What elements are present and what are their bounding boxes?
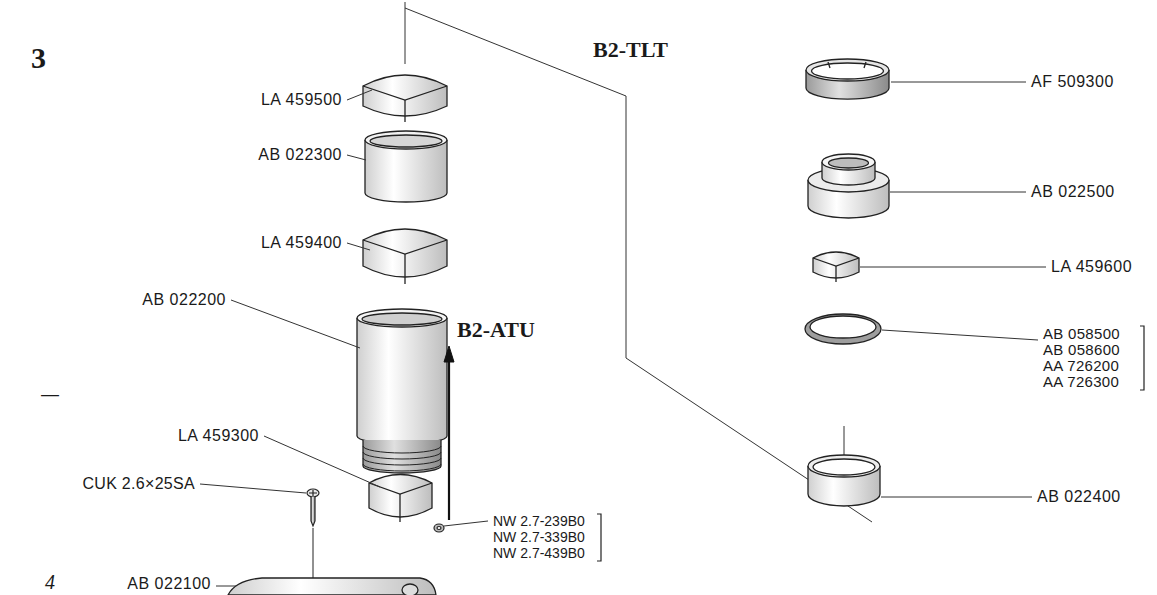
- part-number: LA 459400: [260, 233, 343, 252]
- margin-mark: —: [40, 384, 60, 406]
- part-number: CUK 2.6×25SA: [81, 474, 196, 493]
- part-number: LA 459600: [1050, 257, 1133, 276]
- part-number: LA 459500: [260, 90, 343, 109]
- part-number: AB 022500: [1030, 182, 1116, 201]
- assembly-name: B2-ATU: [456, 317, 536, 343]
- part-number: NW 2.7-439B0: [492, 545, 586, 562]
- part-number: AB 022200: [141, 290, 227, 309]
- part-number: AF 509300: [1030, 72, 1115, 91]
- assembly-name: B2-TLT: [592, 37, 669, 63]
- part-number: AB 022300: [257, 145, 343, 164]
- part-number: NW 2.7-239B0: [492, 513, 586, 530]
- page-number: 4: [44, 570, 56, 594]
- part-number: AA 726300: [1042, 373, 1120, 391]
- page-number: 3: [30, 40, 47, 76]
- part-number: LA 459300: [177, 426, 260, 445]
- part-number: NW 2.7-339B0: [492, 529, 586, 546]
- part-number: AB 022100: [126, 574, 212, 593]
- part-number: AB 022400: [1036, 487, 1122, 506]
